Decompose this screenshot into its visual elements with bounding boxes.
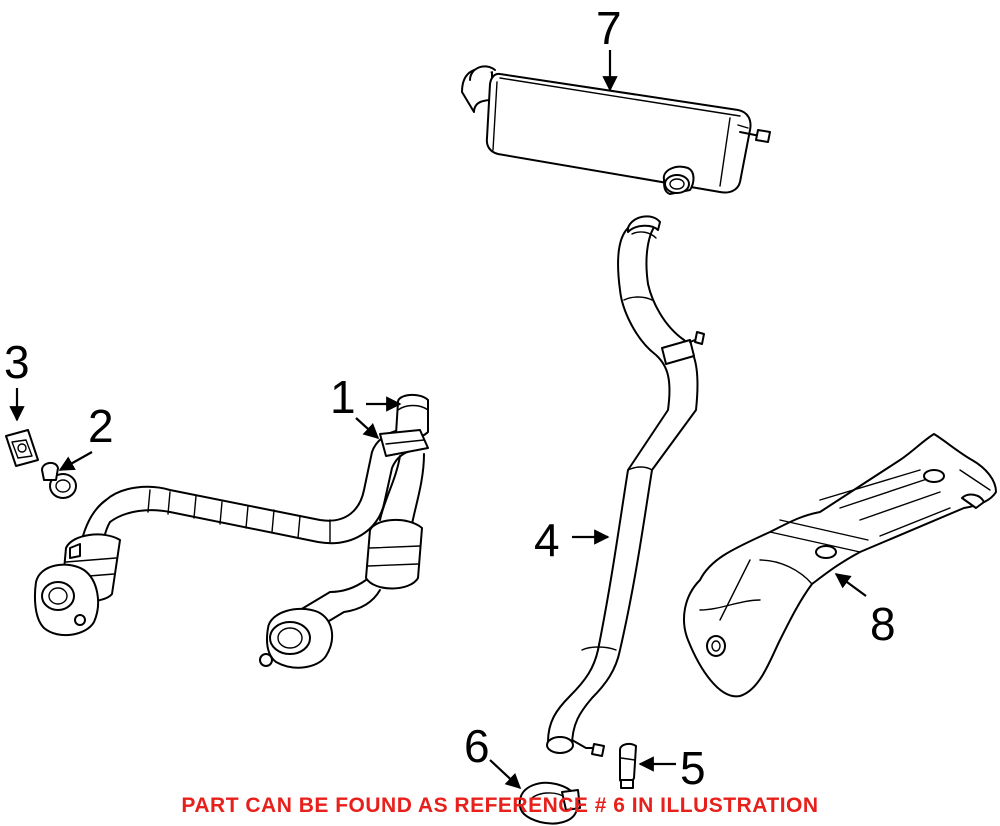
callout-4: 4 <box>534 514 560 566</box>
heat-shield-part-8 <box>683 433 997 698</box>
callout-2: 2 <box>88 400 114 452</box>
catalytic-converter-y-pipe-part-1 <box>34 394 429 669</box>
callout-6: 6 <box>464 720 490 772</box>
callout-8: 8 <box>870 598 896 650</box>
intermediate-pipe-part-4 <box>546 215 705 757</box>
clamp-part-6 <box>518 781 581 825</box>
hanger-part-5 <box>619 742 637 789</box>
callout-5: 5 <box>680 742 706 794</box>
reference-notice-banner: PART CAN BE FOUND AS REFERENCE # 6 IN IL… <box>181 794 819 817</box>
muffler-part-7 <box>461 65 771 195</box>
leader-arrows <box>9 50 867 790</box>
gasket-part-3 <box>5 429 39 467</box>
callout-1: 1 <box>330 371 356 423</box>
oxygen-sensor-part-2 <box>41 462 77 499</box>
callout-3: 3 <box>4 336 30 388</box>
callout-7: 7 <box>596 2 622 54</box>
